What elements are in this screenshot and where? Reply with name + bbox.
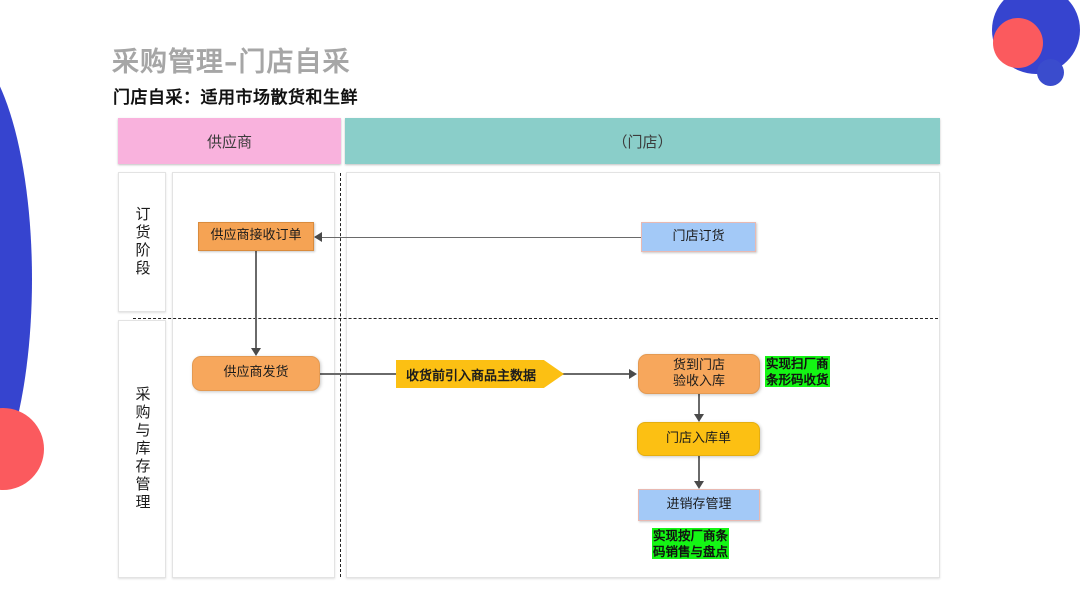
connector-inbound-to-inventory (698, 456, 700, 482)
arrowhead-to-supplier-receive (314, 232, 322, 242)
lane-header-store: （门店） (345, 118, 940, 164)
note-barcode-sale-line2: 码销售与盘点 (652, 543, 730, 560)
note-scan-receive-line1: 实现扫厂商 (765, 356, 830, 372)
node-goods-arrive-inspect[interactable]: 货到门店 验收入库 (638, 354, 760, 394)
lane-row-label-purchase: 采购与库存管理 (133, 386, 152, 512)
decoration-red-circle-left (0, 408, 44, 490)
note-scan-receive: 实现扫厂商 条形码收货 (765, 356, 845, 388)
lane-header-supplier-label: 供应商 (206, 132, 252, 151)
decoration-blue-dot-topright (1037, 59, 1064, 86)
node-supplier-ship[interactable]: 供应商发货 (192, 356, 320, 391)
decoration-red-circle-topright (993, 18, 1043, 68)
connector-store-order-to-supplier (322, 236, 641, 239)
node-store-inbound-doc[interactable]: 门店入库单 (637, 422, 760, 456)
lane-divider-vertical (340, 173, 341, 577)
node-master-data-chevron[interactable]: 收货前引入商品主数据 (396, 360, 564, 388)
node-goods-arrive-line2: 验收入库 (672, 374, 725, 389)
node-inventory-management-label: 进销存管理 (666, 496, 732, 512)
node-store-order[interactable]: 门店订货 (641, 222, 756, 252)
arrowhead-to-inventory (694, 481, 704, 489)
note-barcode-sale: 实现按厂商条 码销售与盘点 (652, 528, 748, 560)
note-barcode-sale-line1: 实现按厂商条 (652, 528, 730, 544)
lane-row-label-order: 订货阶段 (133, 206, 152, 278)
connector-goods-arrive-to-inbound (698, 394, 700, 415)
lane-divider-horizontal (133, 318, 938, 319)
lane-row-label-frame-purchase (118, 320, 166, 578)
node-supplier-receive-order[interactable]: 供应商接收订单 (198, 222, 314, 251)
arrowhead-to-store-inbound (694, 414, 704, 422)
node-supplier-ship-label: 供应商发货 (223, 365, 289, 381)
node-store-order-label: 门店订货 (672, 228, 725, 244)
connector-masterdata-to-goods-arrive (560, 373, 630, 375)
note-scan-receive-line2: 条形码收货 (765, 371, 830, 388)
lane-row-label-frame-order (118, 172, 166, 312)
connector-ship-to-masterdata (320, 373, 398, 375)
page-title: 采购管理–门店自采 (112, 47, 351, 78)
node-store-inbound-doc-label: 门店入库单 (665, 430, 731, 446)
lane-header-store-label: （门店） (612, 132, 673, 151)
page-subtitle: 门店自采：适用市场散货和生鲜 (113, 88, 358, 108)
node-inventory-management[interactable]: 进销存管理 (638, 489, 760, 521)
node-master-data-chevron-label: 收货前引入商品主数据 (406, 368, 537, 384)
arrowhead-to-supplier-ship (251, 348, 261, 356)
node-goods-arrive-line1: 货到门店 (672, 357, 725, 373)
arrowhead-to-goods-arrive (629, 369, 637, 379)
node-supplier-receive-order-label: 供应商接收订单 (210, 228, 302, 244)
lane-header-supplier: 供应商 (118, 118, 341, 164)
connector-receive-to-ship (255, 251, 257, 349)
